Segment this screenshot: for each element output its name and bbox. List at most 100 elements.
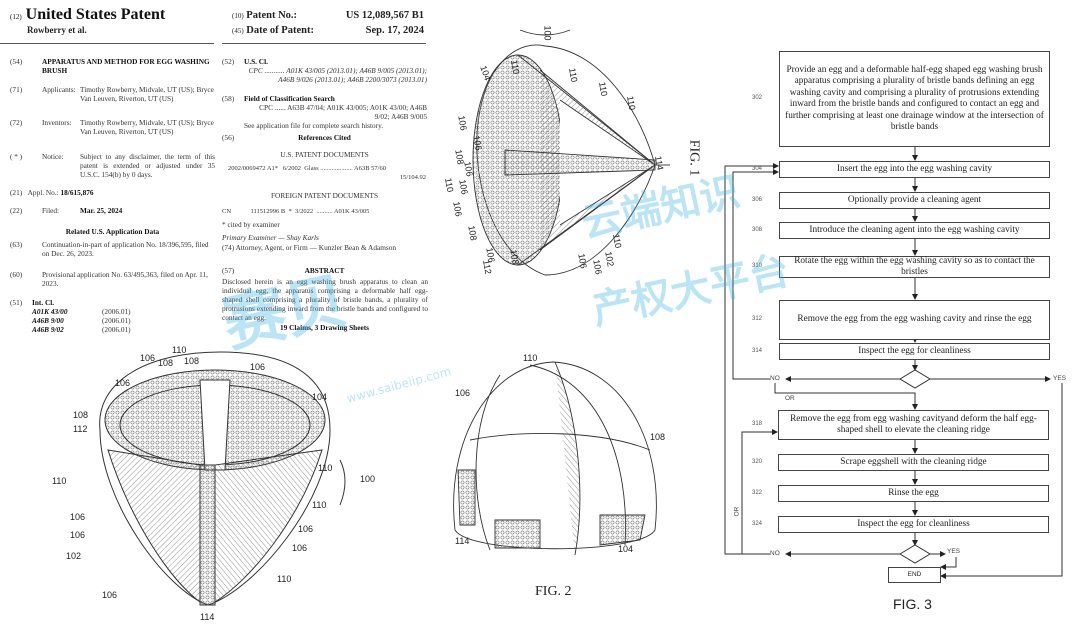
us-cpc: CPC ........... A01K 43/005 (2013.01); A… — [248, 66, 428, 84]
int-cl-row: A46B 9/02 (2006.01) — [32, 325, 215, 334]
int-cl-class: A46B 9/02 — [32, 325, 64, 334]
code: (72) — [10, 118, 23, 127]
claims-count: 19 Claims, 3 Drawing Sheets — [280, 323, 369, 332]
us-doc-class: 15/104.92 — [399, 174, 426, 181]
abstract-title: ABSTRACT — [304, 266, 345, 275]
field-72: (72) Inventors: Timothy Rowberry, Midval… — [10, 118, 215, 136]
field-21: (21) Appl. No.: 18/615,876 — [10, 188, 215, 197]
applicants: Timothy Rowberry, Midvale, UT (US); Bryc… — [80, 85, 214, 103]
no-label-2: NO — [770, 550, 780, 557]
step-number: 314 — [752, 347, 763, 354]
patent-number: (10) Patent No.: US 12,089,567 B1 — [232, 10, 424, 21]
int-cl-version: (2006.01) — [102, 307, 131, 316]
continuation: Continuation-in-part of application No. … — [42, 240, 209, 258]
int-cl-row: A46B 9/00(2006.01) — [32, 316, 215, 325]
step-number: 308 — [752, 226, 763, 233]
label: Int. Cl. — [32, 298, 55, 307]
divider — [222, 43, 426, 44]
reference-numeral: 108 — [650, 432, 666, 442]
field-52: (52) U.S. Cl. CPC ........... A01K 43/00… — [222, 57, 427, 84]
flowchart-step-310: Rotate the egg within the egg washing ca… — [779, 256, 1050, 278]
code: ( * ) — [10, 152, 23, 161]
primary-examiner: Primary Examiner — Shay Karls — [222, 233, 319, 242]
code: (22) — [10, 206, 23, 215]
authors: Rowberry et al. — [27, 25, 87, 35]
reference-numeral: 106 — [250, 362, 266, 372]
code: (71) — [10, 85, 23, 94]
flowchart-step-318: Remove the egg from egg washing cavityan… — [778, 410, 1049, 440]
reference-numeral: 100 — [360, 474, 376, 484]
code: (63) — [10, 240, 23, 249]
code: (45) — [232, 27, 244, 35]
reference-numeral: 106 — [102, 590, 118, 600]
reference-numeral: 110 — [523, 353, 538, 363]
step-number: 320 — [752, 458, 763, 465]
fig3-caption: FIG. 3 — [893, 596, 932, 612]
field-63: (63) Continuation-in-part of application… — [10, 240, 215, 258]
us-doc: 2002/0069472 A1* 6/2002 Glass ..........… — [228, 165, 386, 172]
reference-numeral: 106 — [70, 530, 86, 540]
reference-numeral: 106 — [455, 388, 471, 398]
foreign-docs-title: FOREIGN PATENT DOCUMENTS — [270, 191, 379, 200]
flowchart-step-314: Inspect the egg for cleanliness — [779, 343, 1050, 360]
reference-numeral: 106 — [292, 543, 308, 553]
flowchart-step-308: Introduce the cleaning agent into the eg… — [779, 222, 1050, 239]
appl-no: 18/615,876 — [60, 188, 94, 197]
label: Applicants: — [42, 85, 76, 94]
filed-date: Mar. 25, 2024 — [80, 206, 123, 215]
search-history: See application file for complete search… — [244, 121, 384, 130]
step-number: 312 — [752, 316, 763, 322]
field-60: (60) Provisional application No. 63/495,… — [10, 270, 215, 288]
code: (52) — [222, 57, 235, 66]
label: Appl. No.: — [27, 188, 59, 197]
us-docs-title: U.S. PATENT DOCUMENTS — [280, 150, 369, 159]
field-22: (22) Filed: Mar. 25, 2024 — [10, 206, 215, 215]
or-label-2: OR — [733, 506, 741, 517]
patent-date: (45) Date of Patent:Sep. 17, 2024 — [232, 25, 424, 36]
code: (21) — [10, 188, 23, 197]
inventors: Timothy Rowberry, Midvale, UT (US); Bryc… — [80, 118, 214, 136]
label: U.S. Cl. — [244, 57, 268, 66]
field-71: (71) Applicants: Timothy Rowberry, Midva… — [10, 85, 215, 103]
step-number: 324 — [752, 520, 763, 527]
attorney: (74) Attorney, Agent, or Firm — Kunzler … — [222, 243, 397, 252]
patent-title: (12)United States Patent — [10, 6, 165, 24]
no-label-1: NO — [770, 375, 780, 382]
step-number: 306 — [752, 196, 763, 203]
flowchart-step-302: Provide an egg and a deformable half-egg… — [779, 51, 1050, 147]
notice: ( * ) Notice: Subject to any disclaimer,… — [10, 152, 215, 179]
label: Field of Classification Search — [244, 94, 335, 103]
label: Filed: — [42, 206, 60, 215]
field-51: (51) Int. Cl. A01K 43/00(2006.01)A46B 9/… — [10, 298, 215, 334]
step-number: 322 — [752, 489, 763, 496]
int-cl-row: A01K 43/00(2006.01) — [32, 307, 215, 316]
fig1-drawing — [472, 29, 670, 276]
search-cpc: CPC ...... A63B 47/04; A01K 43/005; A01K… — [259, 103, 427, 121]
fig2-caption: FIG. 2 — [535, 584, 572, 599]
flowchart-step-304: Insert the egg into the egg washing cavi… — [779, 161, 1050, 178]
reference-numeral: 114 — [200, 612, 215, 622]
flowchart-step-322: Rinse the egg — [778, 485, 1049, 502]
code: (60) — [10, 270, 23, 279]
int-cl-version: (2006.01) — [102, 325, 131, 334]
abstract-heading: (57) ABSTRACT — [222, 266, 427, 275]
label: Patent No.: — [246, 10, 298, 21]
code: (54) — [10, 57, 23, 66]
or-label-1: OR — [785, 395, 795, 402]
reference-numeral: 106 — [140, 353, 156, 363]
reference-numeral: 110 — [318, 463, 333, 473]
field-54: (54) APPARATUS AND METHOD FOR EGG WASHIN… — [10, 57, 210, 75]
fig2-drawing — [453, 361, 657, 556]
invention-title: APPARATUS AND METHOD FOR EGG WASHING BRU… — [42, 57, 210, 75]
reference-numeral: 110 — [172, 345, 187, 355]
value: US 12,089,567 B1 — [345, 10, 424, 21]
field-58: (58) Field of Classification Search CPC … — [222, 94, 427, 130]
cited-by-examiner: * cited by examiner — [222, 220, 280, 229]
code: (10) — [232, 12, 244, 20]
label: Inventors: — [42, 118, 72, 127]
label: Notice: — [42, 152, 64, 161]
reference-numeral: 108 — [158, 358, 174, 368]
int-cl-list: A01K 43/00(2006.01)A46B 9/00(2006.01)A46… — [32, 307, 215, 334]
step-number: 304 — [752, 165, 763, 172]
